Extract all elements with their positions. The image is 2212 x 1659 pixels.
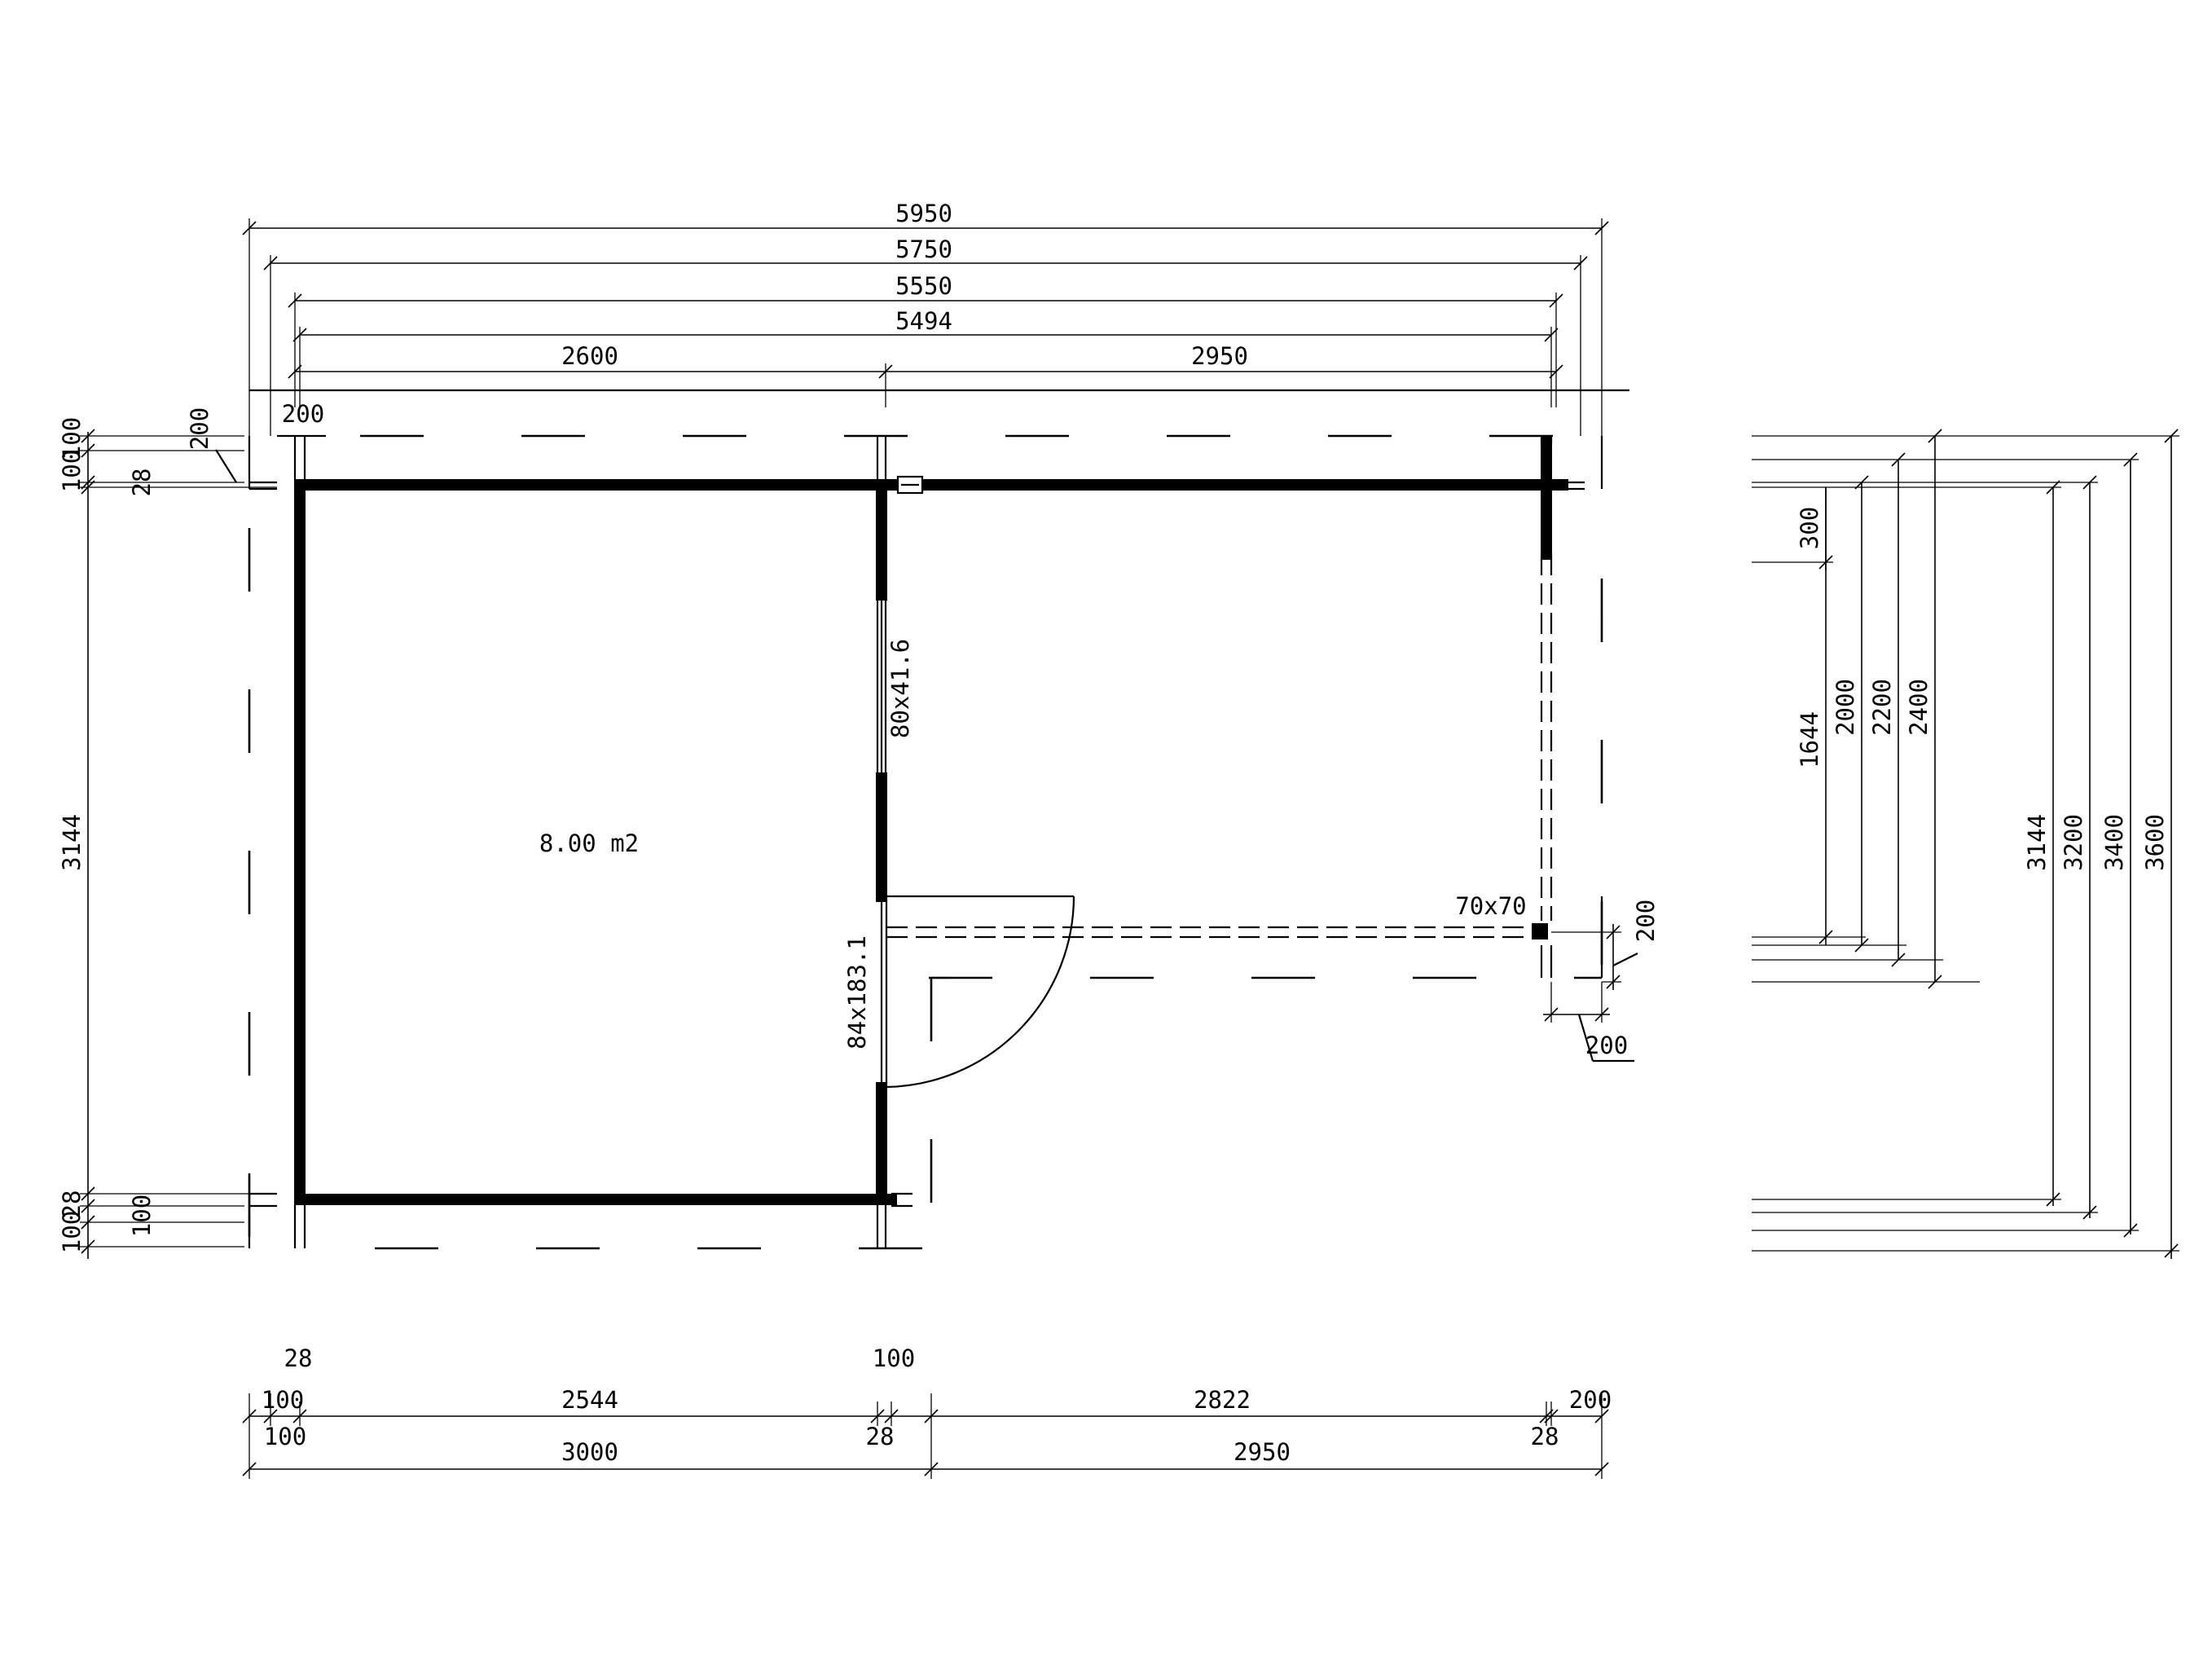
dim-left-part: 2600 (561, 342, 618, 370)
post-size-label: 70x70 (1455, 892, 1526, 920)
dim-post-side: 200 (1632, 900, 1660, 942)
room-area-label: 8.00 m2 (539, 830, 639, 857)
terrace-beam (886, 554, 1553, 978)
dim-left-wall-height: 3144 (58, 814, 86, 871)
dim-right-2000: 2000 (1832, 679, 1859, 736)
dim-right-2400: 2400 (1905, 679, 1933, 736)
post-70x70 (1532, 923, 1548, 940)
top-dimension-lines (242, 218, 1629, 452)
dim-right-300: 300 (1796, 507, 1823, 549)
dim-bottom-100-left: 100 (262, 1386, 304, 1414)
dim-bottom-28-mid: 28 (866, 1423, 895, 1450)
dim-right-part: 2950 (1191, 342, 1248, 370)
log-walls (249, 436, 1585, 1248)
dim-corner-overhang-rotated: 200 (186, 407, 213, 450)
dim-bottom-100-mid: 100 (873, 1344, 915, 1372)
dim-left-top-28: 28 (128, 469, 156, 497)
dim-overall-width: 5950 (895, 200, 952, 227)
dim-left-top-100b: 100 (58, 450, 86, 492)
dim-right-3144: 3144 (2023, 814, 2051, 871)
door-84x183.1 (880, 895, 1075, 1089)
dim-roof-outer-width: 5750 (895, 235, 952, 263)
dim-right-2200: 2200 (1868, 679, 1896, 736)
dim-bottom-28-right: 28 (1531, 1423, 1559, 1450)
dim-left-bottom-100b: 100 (128, 1195, 156, 1237)
door-size-label: 84x183.1 (843, 935, 871, 1050)
left-dimension-lines (80, 429, 277, 1259)
dim-bottom-28-left: 28 (284, 1344, 313, 1372)
window-size-label: 80x41.6 (886, 639, 914, 738)
dim-left-top-100a: 100 (58, 417, 86, 460)
dim-bottom-2822: 2822 (1194, 1386, 1251, 1414)
dim-right-3200: 3200 (2060, 814, 2087, 871)
dim-bottom-2950: 2950 (1234, 1438, 1291, 1466)
dim-bottom-2544: 2544 (561, 1386, 618, 1414)
window-80x41.6 (876, 595, 887, 778)
dim-left-bottom-100a: 100 (58, 1211, 86, 1253)
dim-right-3400: 3400 (2100, 814, 2128, 871)
dim-bottom-3000: 3000 (561, 1438, 618, 1466)
dim-bottom-200-right: 200 (1569, 1386, 1612, 1414)
dim-roof-inner-width: 5550 (895, 272, 952, 300)
dim-right-3600: 3600 (2141, 814, 2169, 871)
dim-left-bottom-28: 28 (58, 1190, 86, 1219)
bottom-dimension-lines (242, 1393, 1609, 1479)
dim-wall-width: 5494 (895, 307, 952, 335)
dim-right-1644: 1644 (1796, 711, 1823, 768)
post-dimension-lines (1543, 924, 1638, 1063)
roof-outline (248, 434, 1603, 1250)
right-dimension-lines (1752, 429, 2179, 1259)
dim-bottom-100-under: 100 (264, 1423, 306, 1450)
dim-post-bottom: 200 (1585, 1032, 1628, 1059)
dim-corner-overhang: 200 (282, 400, 324, 428)
